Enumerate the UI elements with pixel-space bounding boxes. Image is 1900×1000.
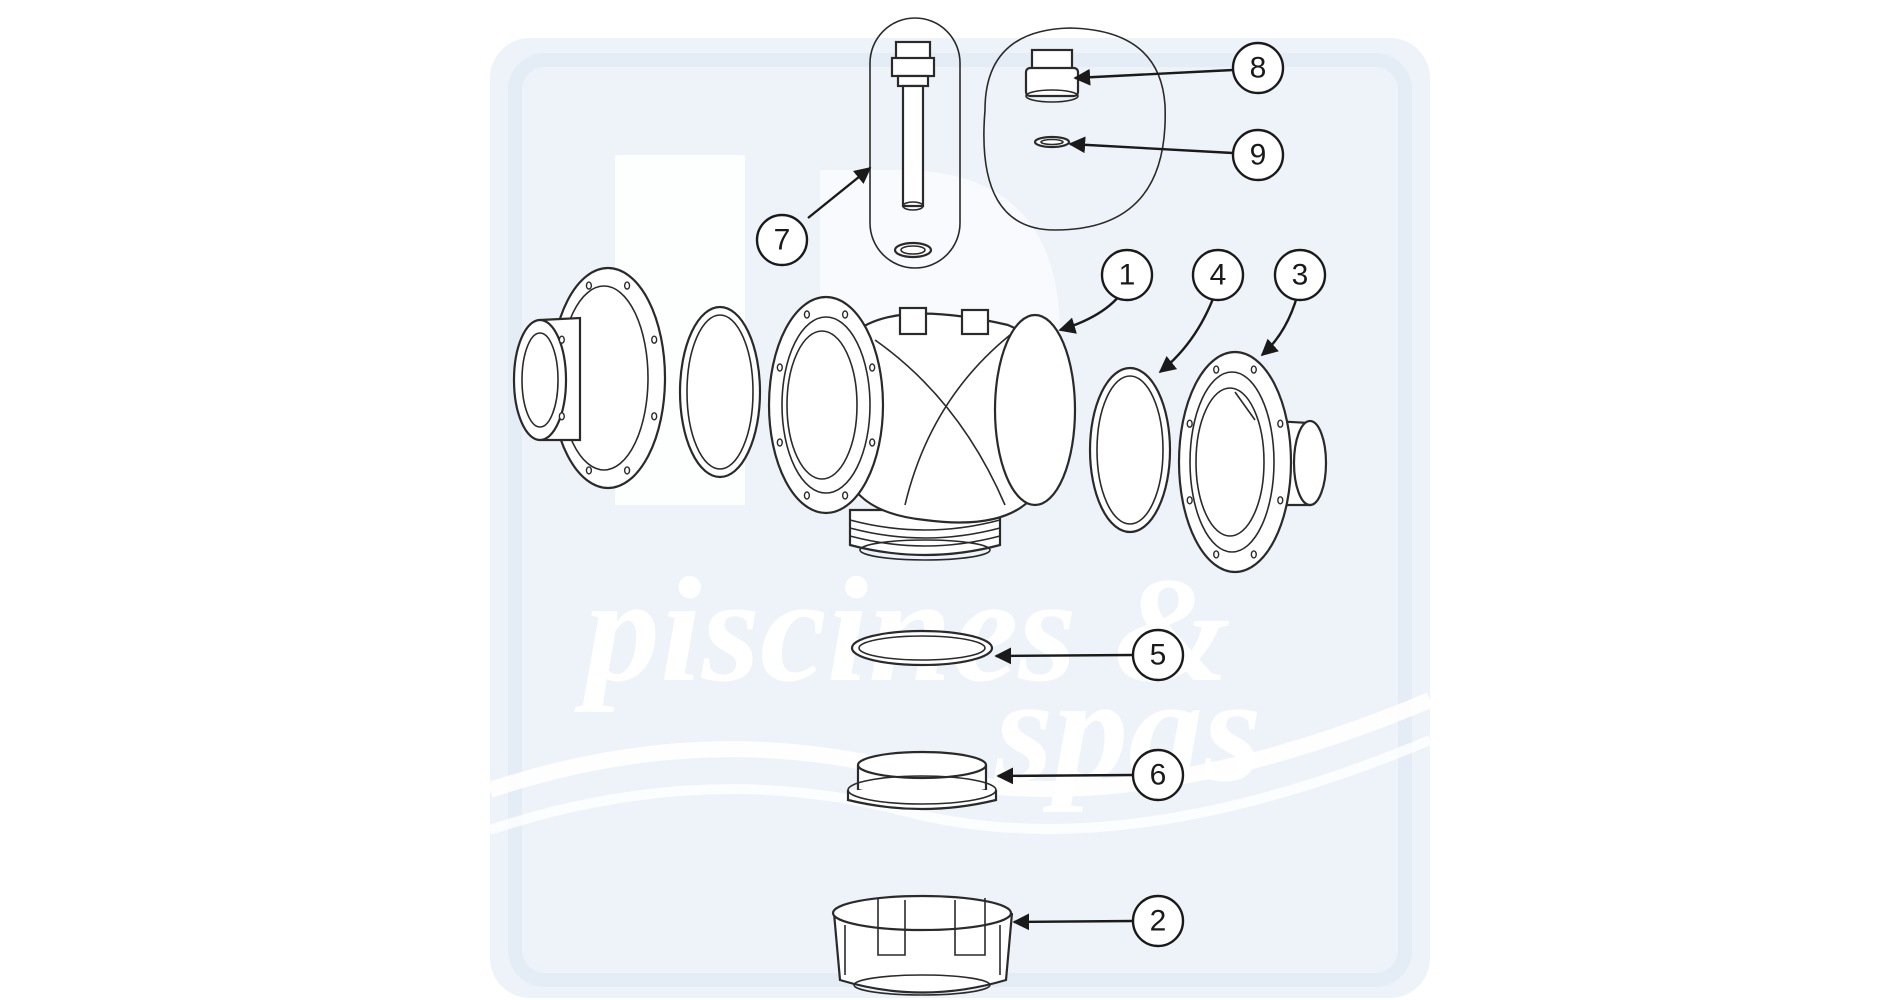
bolt-hole xyxy=(651,412,658,421)
watermark-text-line1: piscines & xyxy=(574,547,1231,713)
callout-9: 9 xyxy=(1231,128,1285,182)
part-9-oring xyxy=(1033,135,1071,149)
bolt-hole xyxy=(841,310,849,319)
callout-8: 8 xyxy=(1231,41,1285,95)
bolt-hole xyxy=(651,335,658,344)
bolt-hole xyxy=(803,310,811,319)
callout-4-label: 4 xyxy=(1210,259,1227,292)
bolt-hole xyxy=(623,466,631,475)
callout-1: 1 xyxy=(1100,248,1154,302)
bolt-hole xyxy=(1186,496,1193,505)
callout-5: 5 xyxy=(1131,628,1185,682)
bolt-hole xyxy=(585,466,593,475)
bolt-hole xyxy=(1250,550,1257,559)
callout-4: 4 xyxy=(1191,248,1245,302)
callout-6: 6 xyxy=(1131,748,1185,802)
parts-8-9-group xyxy=(983,27,1166,231)
part-left-flange-connector xyxy=(512,266,667,490)
callout-3: 3 xyxy=(1273,248,1327,302)
callout-6-label: 6 xyxy=(1150,759,1167,792)
bolt-hole xyxy=(1277,496,1284,505)
callout-1-label: 1 xyxy=(1119,259,1136,292)
part-left-gasket xyxy=(678,305,762,479)
bolt-hole xyxy=(776,363,783,372)
bolt-hole xyxy=(585,281,593,290)
part-3-flange-connector xyxy=(1177,350,1328,574)
watermark-text-line2: spas xyxy=(994,647,1262,813)
callout-3-label: 3 xyxy=(1292,259,1309,292)
bolt-hole xyxy=(1250,365,1257,374)
callout-8-label: 8 xyxy=(1250,52,1267,85)
bolt-hole xyxy=(1186,419,1193,428)
part-1-valve-body xyxy=(767,295,1077,561)
bolt-hole xyxy=(1213,550,1220,559)
bolt-hole xyxy=(558,412,565,421)
bolt-hole xyxy=(841,491,849,500)
callout-7-label: 7 xyxy=(774,224,791,257)
bolt-hole xyxy=(776,438,783,447)
part-7-sight-glass xyxy=(869,17,961,269)
callout-5-label: 5 xyxy=(1150,639,1167,672)
callout-2-label: 2 xyxy=(1150,905,1167,938)
part-5-oring xyxy=(850,629,994,667)
part-4-gasket xyxy=(1088,366,1172,534)
bolt-hole xyxy=(623,281,631,290)
callout-7: 7 xyxy=(755,213,809,267)
bolt-hole xyxy=(869,363,876,372)
part-6-tailpiece xyxy=(846,750,998,811)
bolt-hole xyxy=(558,335,565,344)
callout-9-label: 9 xyxy=(1250,139,1267,172)
bolt-hole xyxy=(1277,419,1284,428)
bolt-hole xyxy=(869,438,876,447)
part-2-union-nut xyxy=(831,894,1014,996)
bolt-hole xyxy=(803,491,811,500)
callout-2: 2 xyxy=(1131,894,1185,948)
part-8-cap xyxy=(1024,48,1080,103)
bolt-hole xyxy=(1213,365,1220,374)
